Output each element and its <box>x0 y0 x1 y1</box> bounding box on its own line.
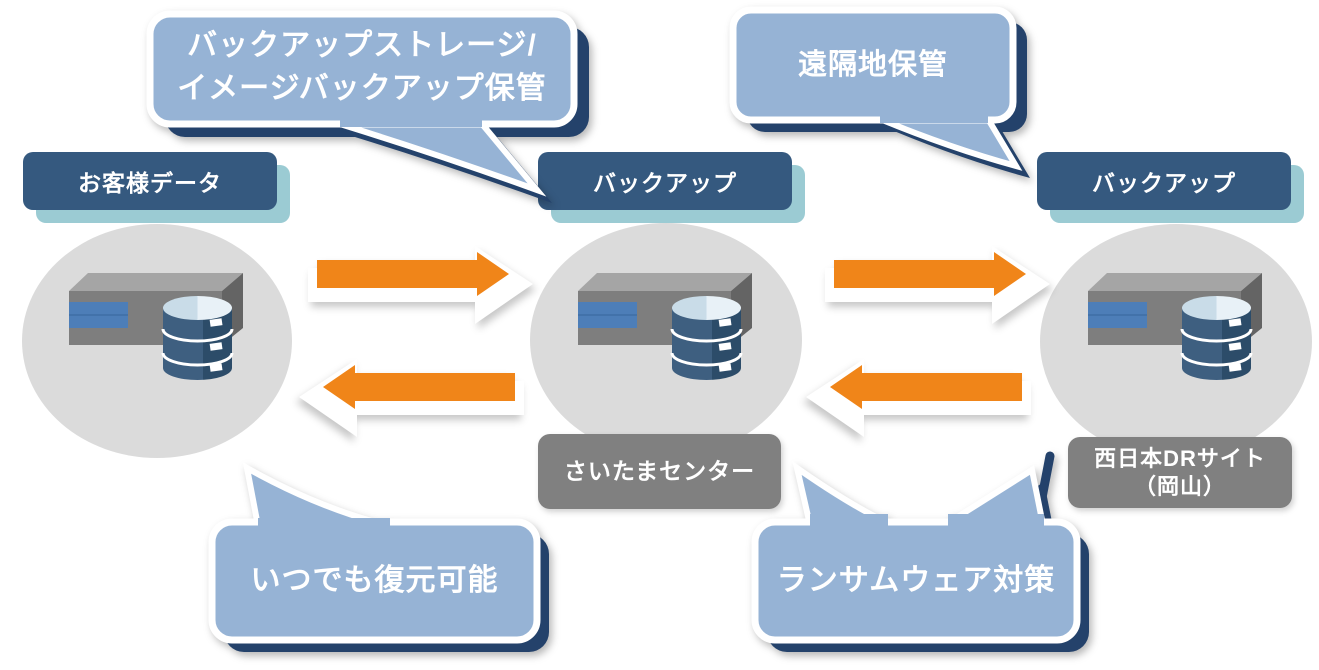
backup-label-saitama: バックアップ <box>538 152 792 210</box>
bubble-ransomware-text: ランサムウェア対策 <box>776 563 1056 597</box>
west-japan-dr-tag: 西日本DRサイト （岡山） <box>1068 437 1292 508</box>
saitama-center-tag-text: さいたまセンター <box>563 458 756 485</box>
arrow-left-icon <box>806 359 1031 437</box>
bubble-offsite-shape <box>729 6 1030 178</box>
west-japan-dr-tag-line1: 西日本DRサイト <box>1094 446 1266 471</box>
server-database-icon <box>1086 271 1264 382</box>
bubble-ransomware: ランサムウェア対策 <box>755 528 1077 634</box>
bubble-offsite-text: 遠隔地保管 <box>797 49 948 82</box>
customer-data-label-text: お客様データ <box>78 170 222 196</box>
bubble-offsite: 遠隔地保管 <box>733 18 1013 114</box>
server-database-icon <box>67 271 245 382</box>
bubble-restore: いつでも復元可能 <box>212 528 537 634</box>
arrow-right-icon <box>308 246 533 324</box>
bubble-backup-storage-shape <box>146 10 589 203</box>
bubble-restore-text: いつでも復元可能 <box>250 563 499 597</box>
bubble-backup-storage-line1: バックアップストレージ/ <box>187 29 537 63</box>
server-database-icon <box>576 271 754 382</box>
customer-data-label: お客様データ <box>23 152 277 210</box>
bubble-restore-shape <box>208 462 549 652</box>
arrow-left-icon <box>299 359 524 437</box>
bubble-backup-storage-line2: イメージバックアップ保管 <box>177 72 547 105</box>
west-japan-dr-tag-line2: （岡山） <box>1133 473 1226 499</box>
backup-label-dr: バックアップ <box>1037 152 1291 210</box>
saitama-center-tag: さいたまセンター <box>538 434 781 509</box>
bubble-backup-storage: バックアップストレージ/ イメージバックアップ保管 <box>150 18 574 118</box>
backup-label-dr-text: バックアップ <box>1092 170 1236 196</box>
tail-shadow-slash <box>1035 451 1055 513</box>
backup-label-saitama-text: バックアップ <box>593 170 737 196</box>
arrow-right-icon <box>825 246 1050 324</box>
bubble-ransomware-shape <box>751 451 1089 652</box>
